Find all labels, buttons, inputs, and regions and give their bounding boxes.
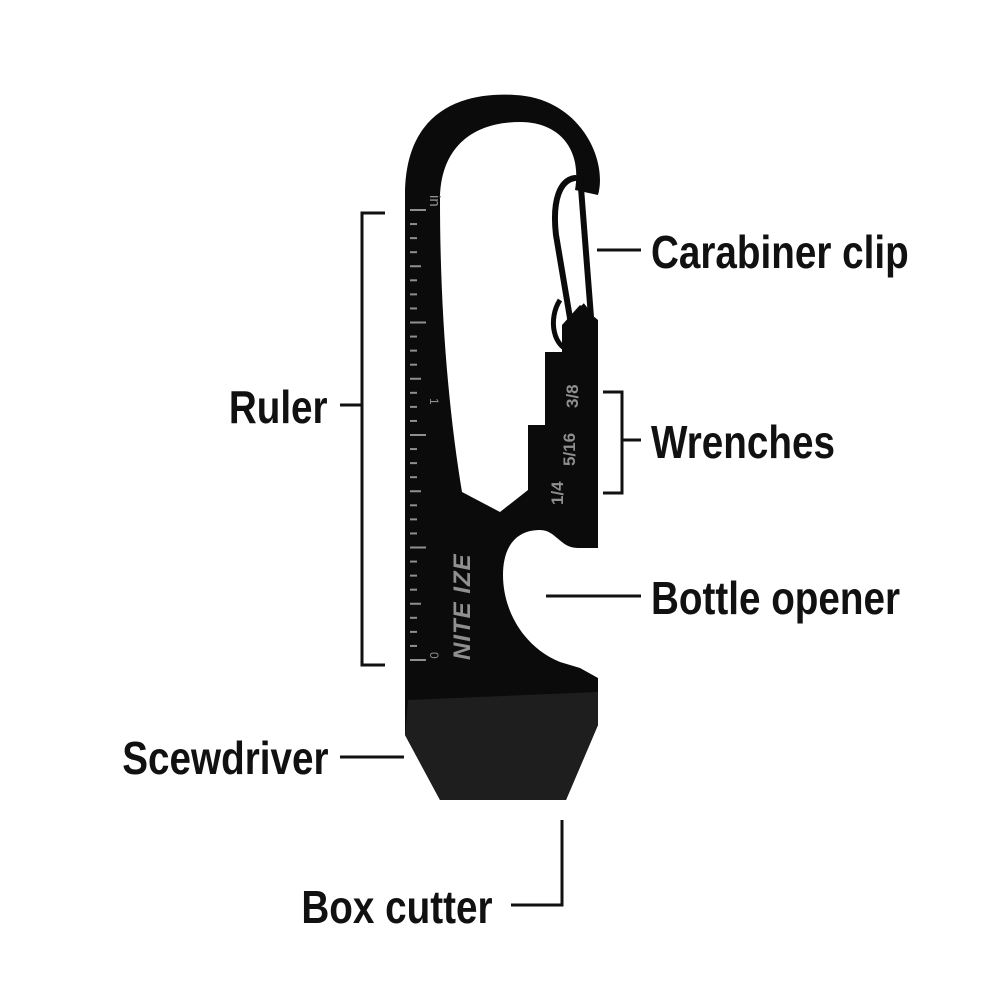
wrench-size-mid: 5/16 (560, 433, 579, 466)
ruler-unit-text: in (426, 195, 443, 207)
wrenches-bracket (603, 390, 624, 495)
brand-logo: NITE IZE (449, 553, 476, 660)
wrench-mid-text: 5/16 (560, 433, 579, 466)
ruler-zero-engraving: 0 (427, 652, 441, 659)
ruler-one-engraving: 1 (427, 398, 441, 405)
label-ruler: Ruler (229, 381, 328, 433)
label-carabiner-clip: Carabiner clip (651, 226, 909, 278)
wrench-large-text: 3/8 (563, 384, 582, 408)
wrench-size-large: 3/8 (563, 384, 582, 408)
ruler-zero-text: 0 (427, 652, 441, 659)
label-bottle-opener: Bottle opener (651, 572, 901, 624)
ruler-unit-engraving: in (426, 195, 443, 207)
callout-lines (340, 211, 641, 907)
tool-body (405, 94, 600, 800)
blade-facet (405, 692, 598, 800)
wrench-small-text: 1/4 (548, 481, 567, 505)
brand-logo-text: NITE IZE (449, 553, 476, 660)
ruler-one-text: 1 (427, 398, 441, 405)
label-box-cutter: Box cutter (300, 881, 492, 933)
box-cutter-leader (511, 820, 564, 907)
wrench-size-small: 1/4 (548, 481, 567, 505)
label-wrenches: Wrenches (651, 416, 835, 468)
ruler-ticks (410, 209, 426, 661)
label-screwdriver: Scewdriver (121, 732, 328, 784)
gate-loop (550, 298, 593, 355)
ruler-bracket (360, 211, 385, 667)
